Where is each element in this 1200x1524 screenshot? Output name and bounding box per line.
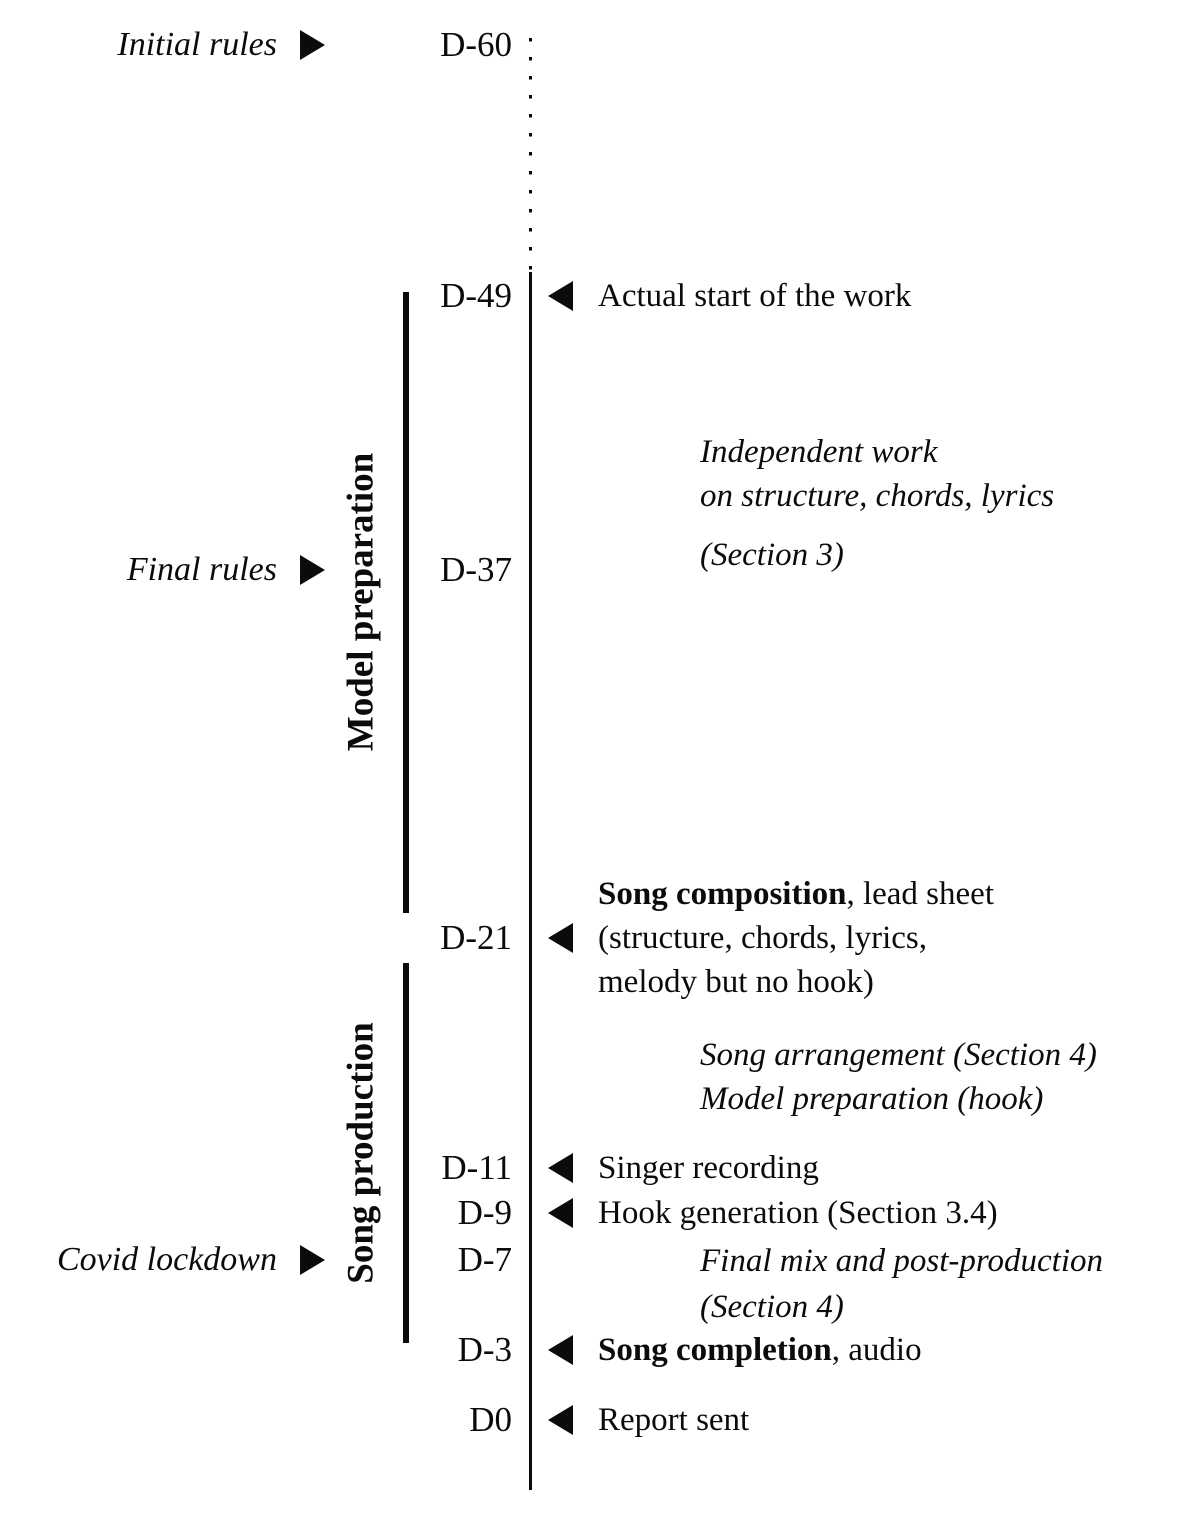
event-report-sent: Report sent: [548, 1400, 749, 1440]
timeline-dotted-segment: [529, 38, 532, 270]
event-song-completion-bold: Song completion: [598, 1332, 832, 1368]
timeline-solid-segment: [529, 272, 532, 1490]
event-song-composition-line2: (structure, chords, lyrics,: [598, 920, 927, 956]
event-song-composition-rest: , lead sheet: [846, 876, 994, 912]
day-tick-d3: D-3: [457, 1330, 512, 1369]
arrow-right-icon: [300, 555, 325, 585]
event-song-composition-bold: Song composition: [598, 876, 847, 912]
arrow-right-icon: [300, 30, 325, 60]
day-tick-d37: D-37: [440, 550, 512, 589]
note-final-mix: Final mix and post-production (Section 4…: [700, 1238, 1103, 1330]
arrow-left-icon: [548, 1405, 573, 1435]
note-independent-work-section: (Section 3): [700, 533, 844, 577]
note-independent-work: Independent work on structure, chords, l…: [700, 430, 1054, 518]
note-independent-work-section-label: (Section 3): [700, 537, 844, 573]
day-tick-d60: D-60: [440, 25, 512, 64]
phase-bracket-model-preparation: [403, 292, 409, 913]
event-hook-generation-label: Hook generation (Section 3.4): [598, 1195, 998, 1231]
milestone-initial-rules-label: Initial rules: [117, 26, 277, 63]
milestone-covid-lockdown: Covid lockdown: [0, 1240, 325, 1280]
event-song-composition-text: Song composition, lead sheet (structure,…: [598, 872, 994, 1004]
event-report-sent-label: Report sent: [598, 1402, 750, 1438]
note-arrangement: Song arrangement (Section 4) Model prepa…: [700, 1033, 1097, 1121]
event-actual-start: Actual start of the work: [548, 276, 911, 316]
day-tick-d7: D-7: [457, 1240, 512, 1279]
event-song-composition-line3: melody but no hook): [598, 964, 874, 1000]
milestone-covid-lockdown-label: Covid lockdown: [56, 1241, 277, 1278]
arrow-left-icon: [548, 1335, 573, 1365]
phase-label-model-preparation: Model preparation: [340, 452, 382, 752]
event-song-composition: Song composition, lead sheet (structure,…: [548, 872, 994, 1004]
event-song-completion-rest: , audio: [831, 1332, 922, 1368]
day-tick-d0: D0: [469, 1400, 512, 1439]
arrow-left-icon: [548, 281, 573, 311]
event-song-completion: Song completion, audio: [548, 1330, 922, 1370]
arrow-right-icon: [300, 1245, 325, 1275]
event-singer-recording-label: Singer recording: [598, 1150, 819, 1186]
milestone-initial-rules: Initial rules: [0, 25, 325, 65]
arrow-left-icon: [548, 1153, 573, 1183]
note-final-mix-line2: (Section 4): [700, 1289, 844, 1325]
day-tick-d21: D-21: [440, 918, 512, 957]
day-tick-d49: D-49: [440, 276, 512, 315]
event-hook-generation: Hook generation (Section 3.4): [548, 1193, 998, 1233]
note-arrangement-line1: Song arrangement (Section 4): [700, 1037, 1097, 1073]
note-independent-work-line1: Independent work: [700, 434, 938, 470]
note-final-mix-line1: Final mix and post-production: [700, 1243, 1103, 1279]
milestone-final-rules: Final rules: [0, 550, 325, 590]
day-tick-d11: D-11: [441, 1148, 512, 1187]
day-tick-d9: D-9: [457, 1193, 512, 1232]
event-song-completion-text: Song completion, audio: [598, 1330, 922, 1370]
milestone-final-rules-label: Final rules: [126, 551, 277, 588]
arrow-left-icon: [548, 1198, 573, 1228]
note-independent-work-line2: on structure, chords, lyrics: [700, 478, 1055, 514]
phase-bracket-song-production: [403, 963, 409, 1343]
event-actual-start-label: Actual start of the work: [598, 278, 912, 314]
note-arrangement-line2: Model preparation (hook): [700, 1081, 1044, 1117]
arrow-left-icon: [548, 923, 573, 953]
event-singer-recording: Singer recording: [548, 1148, 819, 1188]
